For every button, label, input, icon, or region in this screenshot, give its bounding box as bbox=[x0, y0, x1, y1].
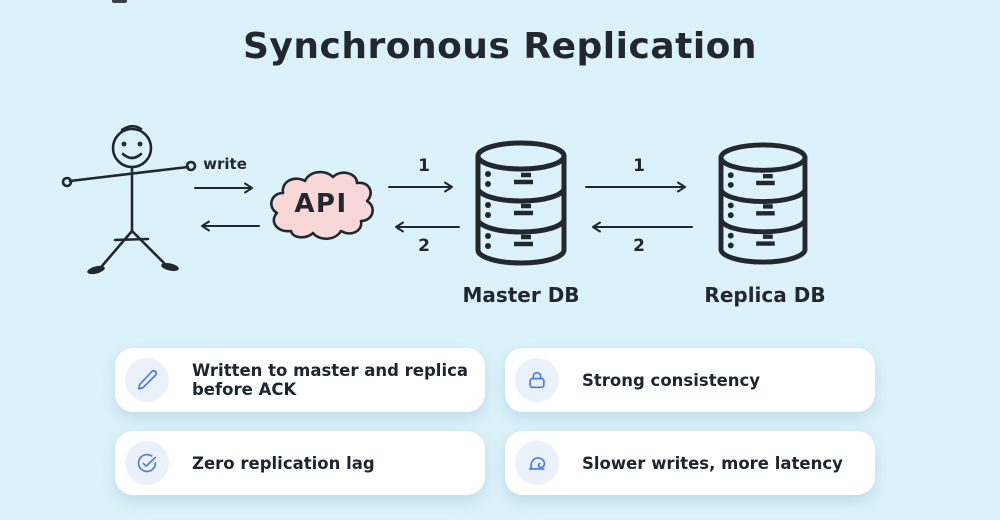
icon-badge bbox=[125, 441, 169, 485]
card-zero-lag: Zero replication lag bbox=[115, 431, 485, 495]
lock-icon bbox=[529, 371, 545, 389]
card-write-ack: Written to master and replica before ACK bbox=[115, 348, 485, 412]
arrow-replica-to-master bbox=[592, 221, 693, 233]
card-label: Slower writes, more latency bbox=[582, 453, 843, 473]
arrow-user-to-api bbox=[194, 182, 253, 194]
api-label: API bbox=[294, 189, 348, 219]
cloud-shape bbox=[270, 170, 374, 241]
card-slower-writes: Slower writes, more latency bbox=[505, 431, 875, 495]
arrow-api-to-user bbox=[201, 220, 260, 232]
step-2-label-api-master: 2 bbox=[418, 236, 430, 256]
api-cloud: API bbox=[263, 163, 379, 245]
card-label: Written to master and replica before ACK bbox=[192, 361, 469, 399]
card-label: Zero replication lag bbox=[192, 453, 375, 473]
card-label: Strong consistency bbox=[582, 370, 761, 390]
icon-badge bbox=[515, 441, 559, 485]
icon-badge bbox=[515, 358, 559, 402]
snail-icon bbox=[528, 457, 546, 470]
step-2-label-master-replica: 2 bbox=[633, 236, 645, 256]
master-db-icon bbox=[475, 140, 567, 266]
replica-db-icon bbox=[718, 142, 808, 265]
write-label: write bbox=[203, 155, 247, 173]
card-strong-consistency: Strong consistency bbox=[505, 348, 875, 412]
top-edge-artifact bbox=[112, 0, 127, 3]
check-circle-icon bbox=[137, 453, 157, 473]
step-1-label-api-master: 1 bbox=[418, 156, 430, 176]
user-figure bbox=[61, 124, 197, 275]
step-1-label-master-replica: 1 bbox=[633, 156, 645, 176]
arrow-master-to-replica bbox=[585, 181, 686, 193]
replica-db-label: Replica DB bbox=[704, 283, 826, 307]
icon-badge bbox=[125, 358, 169, 402]
arrow-api-to-master bbox=[388, 181, 453, 193]
master-db-label: Master DB bbox=[462, 283, 580, 307]
arrow-master-to-api bbox=[395, 221, 460, 233]
pencil-icon bbox=[137, 369, 158, 390]
page-title: Synchronous Replication bbox=[242, 26, 758, 67]
